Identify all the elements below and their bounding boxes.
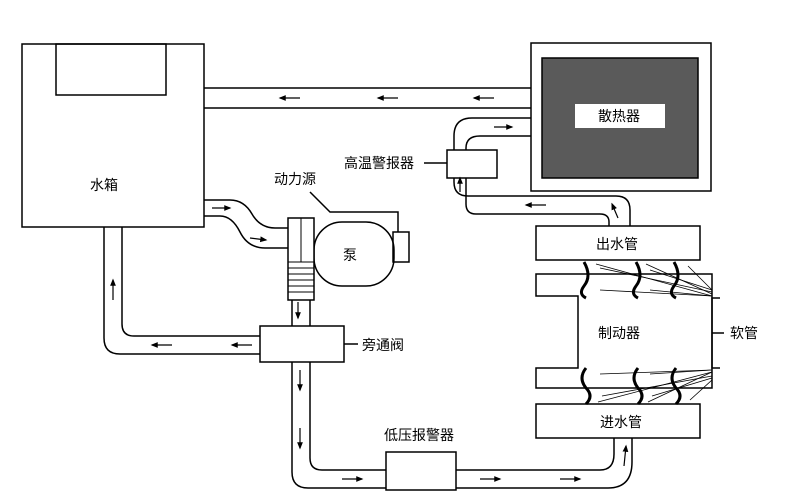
power-line	[309, 191, 399, 232]
inlet-pipe-label: 进水管	[600, 415, 642, 431]
radiator-label: 散热器	[598, 109, 640, 125]
high-temp-alarm	[446, 149, 498, 179]
low-pressure-alarm	[385, 451, 457, 491]
radiator-loop-inner	[465, 135, 610, 226]
hoses-top-thin	[595, 263, 713, 297]
hoses-bottom	[580, 367, 682, 406]
bottom-pipe-outer-right	[456, 438, 633, 489]
return-pipe-inner	[121, 227, 260, 337]
bottom-pipe-inner-right	[456, 438, 615, 471]
brake-label: 制动器	[598, 326, 640, 342]
low-pressure-alarm-label: 低压报警器	[384, 428, 454, 444]
return-pipe-outer	[103, 227, 260, 355]
bottom-pipe-inner	[309, 362, 386, 471]
tank-pump-pipe-upper	[204, 199, 288, 229]
pump-end-cap	[392, 231, 410, 263]
radiator-frame	[530, 42, 712, 192]
high-temp-alarm-label: 高温警报器	[344, 155, 414, 172]
power-source-label: 动力源	[274, 172, 316, 188]
outlet-pipe-label: 出水管	[596, 237, 638, 253]
pump-label: 泵	[343, 248, 357, 264]
radiator-loop-outer	[453, 117, 631, 226]
water-tank-opening	[55, 43, 167, 96]
bottom-pipe-outer	[291, 362, 386, 489]
tank-pump-pipe-lower	[204, 215, 288, 249]
tank-label: 水箱	[90, 178, 118, 194]
outlet-pipe-box	[535, 225, 701, 261]
radiator-label-box	[575, 104, 665, 128]
inlet-pipe-box	[535, 403, 701, 439]
bypass-valve-label: 旁通阀	[362, 337, 404, 354]
hoses-top	[579, 261, 680, 300]
radiator-core	[541, 57, 699, 179]
hoses-bottom-thin	[597, 369, 713, 403]
flow-arrows	[110, 95, 629, 482]
water-tank	[21, 43, 205, 228]
bypass-valve	[259, 325, 345, 363]
hose-label: 软管	[730, 326, 758, 342]
